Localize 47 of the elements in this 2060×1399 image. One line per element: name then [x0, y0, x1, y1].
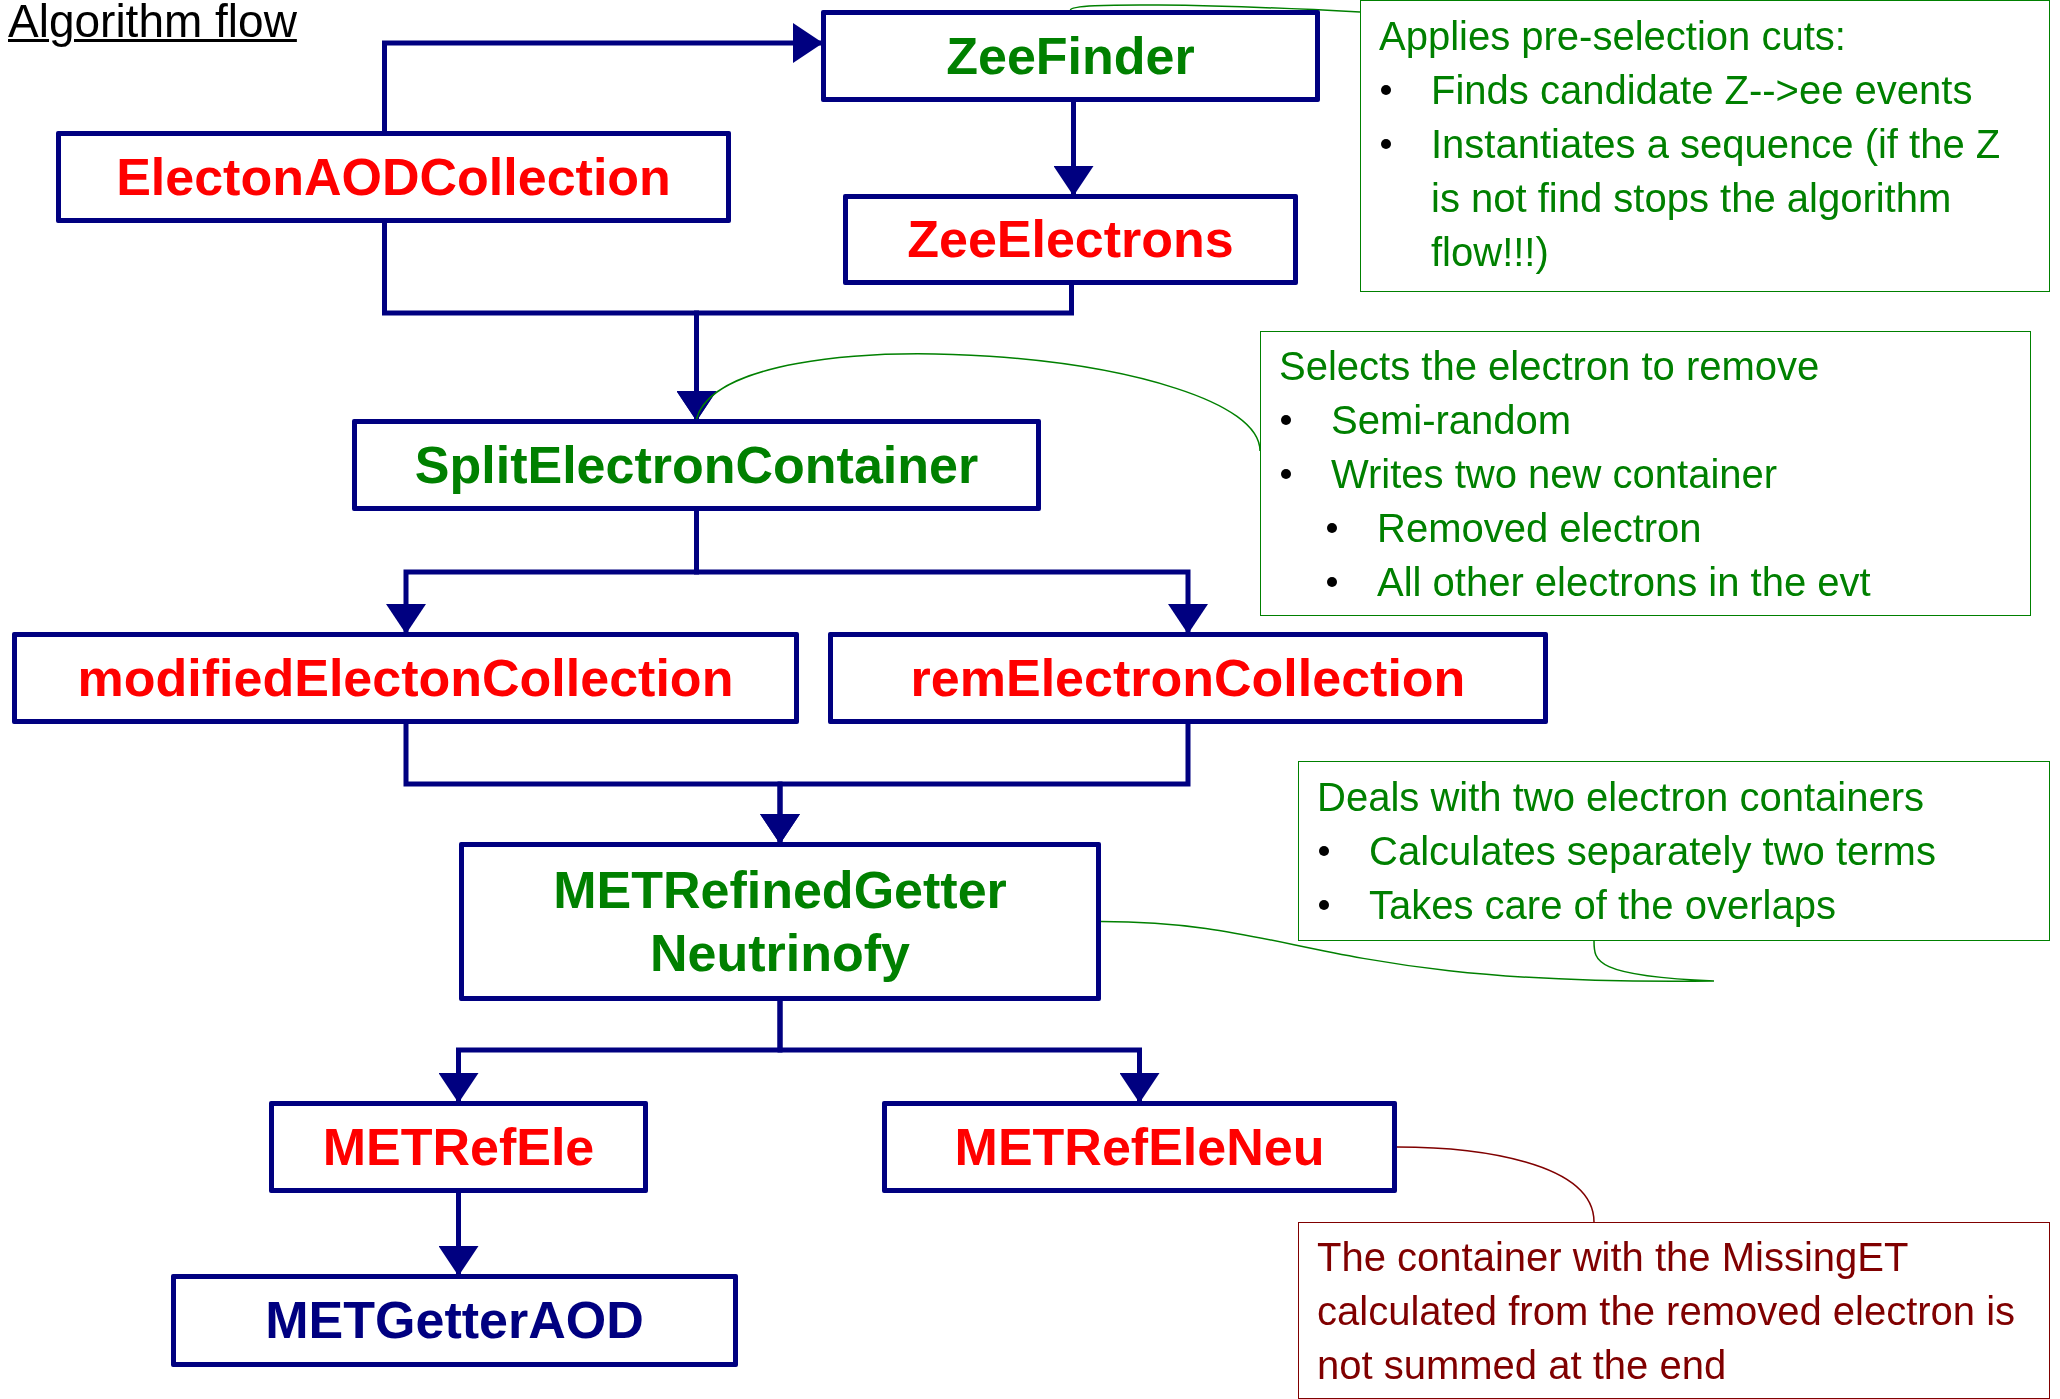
note-text: Takes care of the overlaps: [1369, 882, 1836, 929]
note-box: [1260, 331, 2031, 616]
note-text: Instantiates a sequence (if the Z is not find stops the algorithm flow!!!): [1431, 121, 2002, 276]
leader-line: [1396, 1146, 1595, 1223]
arrow: [382, 23, 823, 131]
process-box: [882, 1101, 1397, 1193]
note-box: [1298, 761, 2050, 941]
box-label: ElectonAODCollection: [116, 146, 671, 208]
arrow: [694, 511, 1208, 634]
arrow: [760, 724, 1191, 844]
note-text: Semi-random: [1331, 396, 1572, 444]
process-box: [12, 632, 799, 724]
box-label: METRefEleNeu: [954, 1116, 1325, 1178]
note-text: Calculates separately two terms: [1369, 828, 1936, 875]
box-label: ZeeFinder: [946, 25, 1195, 87]
process-box: [459, 842, 1101, 1001]
note-text: Selects the electron to remove: [1279, 342, 1820, 390]
process-box: [843, 194, 1298, 285]
note-box: [1360, 0, 2050, 292]
process-box: [171, 1274, 738, 1367]
process-box: [352, 419, 1041, 511]
arrow: [676, 285, 1074, 421]
note-text: The container with the MissingET calculated from the removed electron is not summed at the end: [1317, 1233, 2017, 1389]
box-label: METGetterAOD: [265, 1290, 644, 1352]
process-box: [821, 10, 1320, 102]
note-text: All other electrons in the evt: [1377, 558, 1871, 606]
process-box: [269, 1101, 648, 1193]
note-text: Finds candidate Z-->ee events: [1431, 67, 1973, 114]
arrow: [1053, 102, 1094, 196]
arrow: [777, 1001, 1160, 1103]
process-box: [56, 131, 731, 223]
box-label: remElectronCollection: [910, 647, 1466, 709]
box-label: modifiedElectonCollection: [77, 647, 734, 709]
box-label: SplitElectronContainer: [414, 434, 979, 496]
box-label: METRefinedGetter Neutrinofy: [552, 860, 1008, 984]
process-box: [828, 632, 1548, 724]
box-label: METRefEle: [322, 1116, 595, 1178]
arrow: [438, 1193, 479, 1276]
note-text: Removed electron: [1377, 504, 1702, 552]
box-label: ZeeElectrons: [907, 209, 1234, 271]
leader-line: [1100, 920, 1715, 982]
note-box: [1298, 1222, 2050, 1399]
diagram-title: Algorithm flow: [8, 0, 297, 48]
note-text: Deals with two electron containers: [1317, 774, 1924, 821]
note-text: Writes two new container: [1331, 450, 1778, 498]
leader-line: [1069, 4, 1361, 13]
note-text: Applies pre-selection cuts:: [1379, 13, 1846, 60]
